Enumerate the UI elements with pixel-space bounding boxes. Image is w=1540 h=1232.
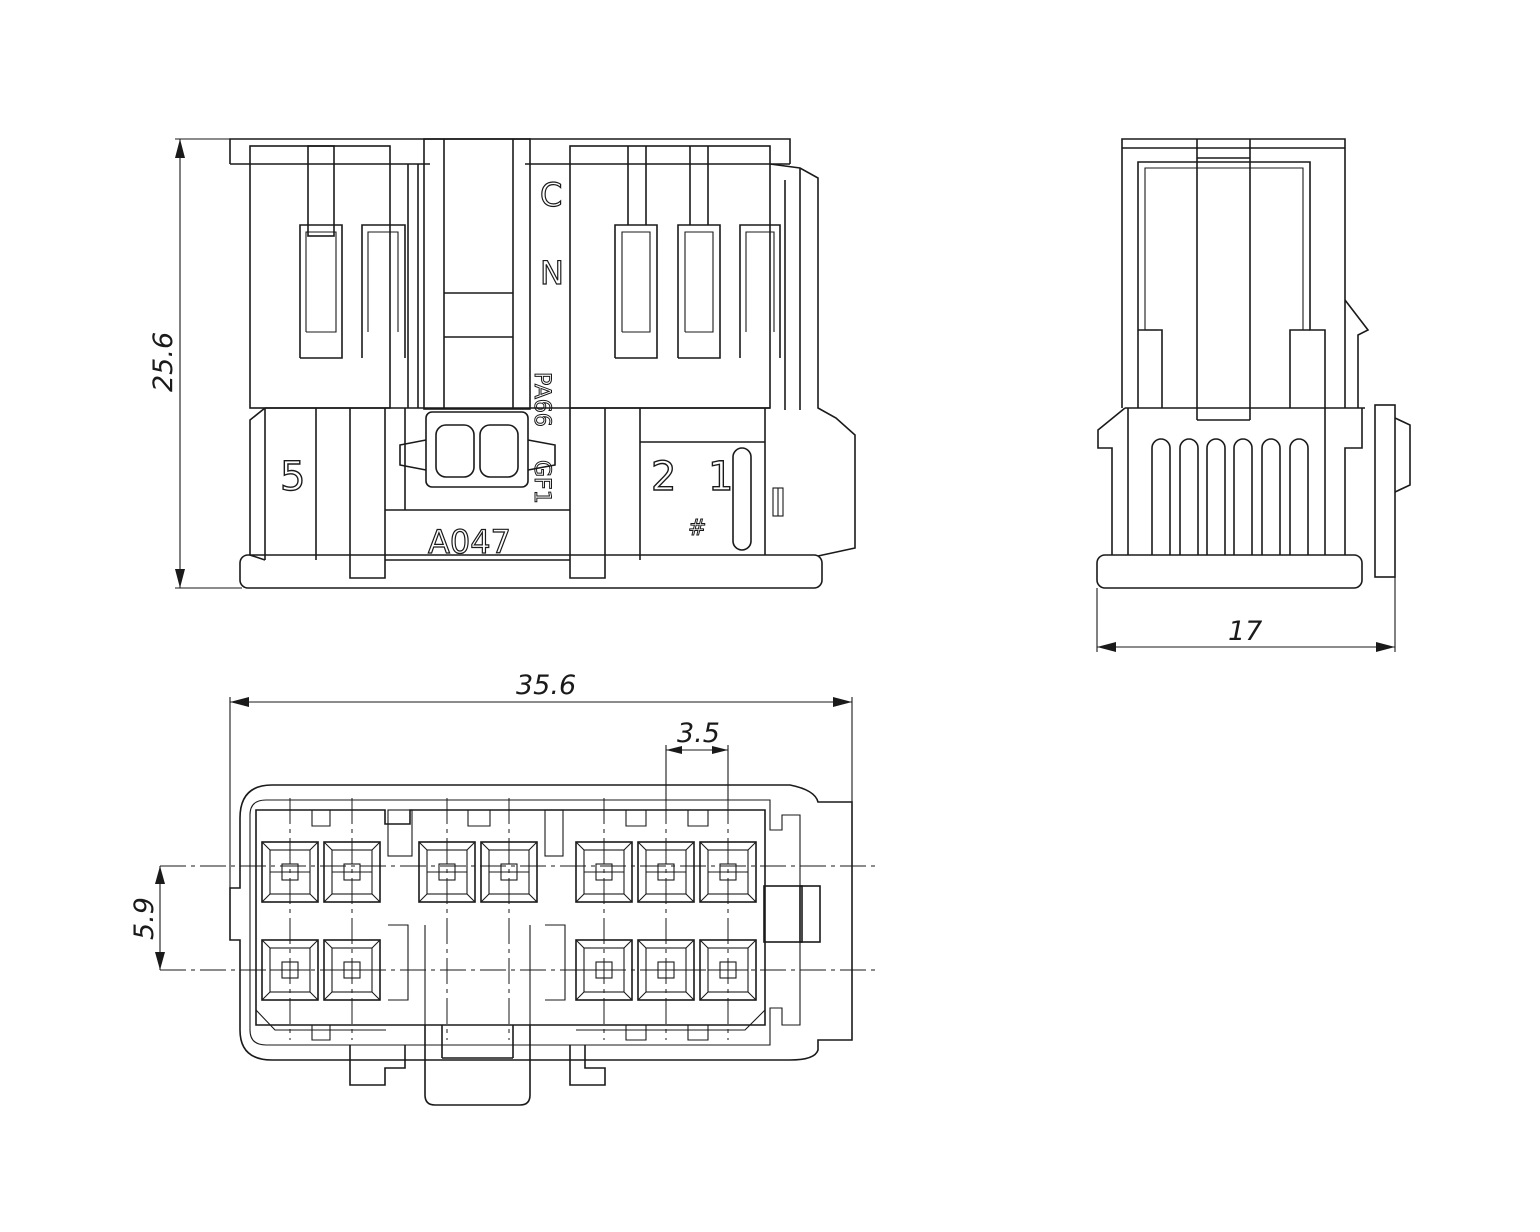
width-value: 35.6 [516, 670, 576, 701]
symbol-label: # [688, 516, 706, 541]
height-dimension: 25.6 [148, 138, 242, 589]
mating-face-view: 35.6 3.5 5.9 [129, 670, 875, 1106]
depth-value: 17 [1228, 616, 1262, 647]
grade-label: GF1 [529, 460, 554, 504]
central-latch [407, 138, 531, 410]
front-view: C N 5 2 1 A047 # PA66 GF1 25.6 [148, 138, 856, 589]
pitch-dimension: 3.5 [665, 718, 729, 800]
height-value: 25.6 [148, 332, 179, 392]
pitch-value: 3.5 [677, 718, 720, 749]
latch-slots-left [299, 224, 406, 359]
latch-slots-right [614, 146, 781, 359]
part-code-label: A047 [428, 523, 511, 561]
n-mark: N [540, 254, 564, 292]
ribs [1151, 438, 1309, 555]
row-spacing-dimension: 5.9 [129, 866, 165, 970]
cn-mark: C [540, 176, 562, 214]
pin-5-label: 5 [280, 454, 305, 500]
pin-2-label: 2 [651, 454, 676, 500]
pin-1-label: 1 [708, 454, 733, 500]
pin-centre-lines [289, 798, 729, 1040]
depth-dimension: 17 [1096, 577, 1396, 652]
material-label: PA66 [529, 372, 554, 427]
side-view: 17 [1096, 138, 1411, 652]
row-spacing-value: 5.9 [129, 897, 160, 940]
width-dimension: 35.6 [229, 670, 853, 888]
